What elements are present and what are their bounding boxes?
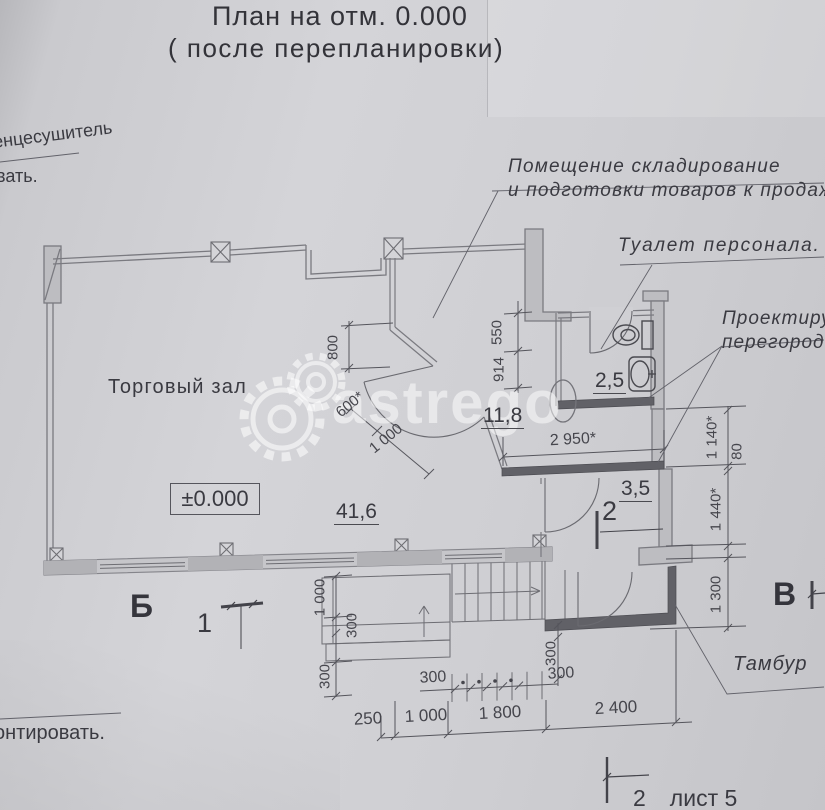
wc-area-label: 2,5	[593, 369, 627, 395]
storage-annotation-line1: Помещение складирование	[508, 156, 781, 177]
paper-shadow	[0, 640, 340, 810]
partition-annotation-line2: перегород	[722, 332, 825, 353]
dim-1140-label: 1 140*	[703, 415, 721, 460]
dim-250-label: 250	[353, 708, 383, 729]
toilet-annotation: Туалет персонала.	[618, 235, 821, 256]
dim-left-300a-label: 300	[343, 612, 361, 639]
storage-area-label: 11,8	[481, 404, 525, 430]
paper-edge-highlight	[487, 0, 825, 117]
dim-vest-300-label: 300	[542, 640, 560, 667]
dim-2400-label: 2 400	[594, 696, 638, 719]
watermark-text: astrego	[332, 369, 563, 436]
elevation-mark: ±0.000	[170, 483, 260, 515]
wc-toilet-icon	[612, 320, 654, 350]
dim-left-1000-label: 1 000	[311, 578, 329, 617]
dim-914-label: 914	[490, 356, 508, 383]
sheet-note: 2 лист 5	[633, 785, 738, 810]
marker-2-label: 2	[602, 496, 618, 526]
dim-1300-label: 1 300	[707, 575, 725, 614]
note-dismantle-top: вать.	[0, 166, 38, 186]
dim-1440-label: 1 440*	[707, 487, 725, 532]
plan-title: План на отм. 0.000	[212, 1, 468, 31]
marker-1-label: 1	[197, 608, 213, 638]
partition-annotation-line1: Проектиру	[722, 308, 825, 329]
outer-walls	[43, 228, 693, 574]
dim-left-300b-label: 300	[316, 663, 334, 690]
leader-lines	[0, 152, 825, 720]
plan-subtitle: ( после перепланировки)	[168, 33, 505, 63]
wc-door-opening	[589, 307, 633, 320]
corridor-sink-icon	[549, 379, 577, 423]
dim-1800-label: 1 800	[478, 701, 522, 724]
new-partitions	[501, 396, 677, 632]
hall-area-label: 41,6	[334, 500, 379, 526]
wc-sink-icon	[628, 356, 656, 392]
tambour-label: Тамбур	[733, 653, 808, 675]
storage-annotation-line2: и подготовки товаров к продаж	[508, 180, 825, 201]
dim-80-label: 80	[728, 443, 746, 460]
note-dismantle-bottom: онтировать.	[0, 722, 105, 744]
dimension-lines	[323, 301, 747, 742]
dim-1000-label: 1 000	[404, 704, 448, 727]
dim-800-label: 800	[324, 334, 342, 361]
door-swings	[363, 310, 633, 627]
sheet-number: 2	[633, 785, 646, 810]
axis-b-label: Б	[130, 588, 153, 624]
dim-row-300-left-label: 300	[419, 668, 447, 687]
dim-2950-label: 2 950*	[549, 429, 597, 450]
south-wall-windows	[43, 546, 553, 576]
sheet-label: лист 5	[669, 785, 738, 810]
axis-v-label: В	[773, 576, 797, 612]
hall-label: Торговый зал	[108, 376, 247, 398]
stairs-and-porch	[321, 561, 546, 702]
watermark-gears-icon	[239, 352, 346, 462]
axis-markers	[220, 511, 825, 803]
lobby-area-label: 3,5	[619, 477, 653, 503]
